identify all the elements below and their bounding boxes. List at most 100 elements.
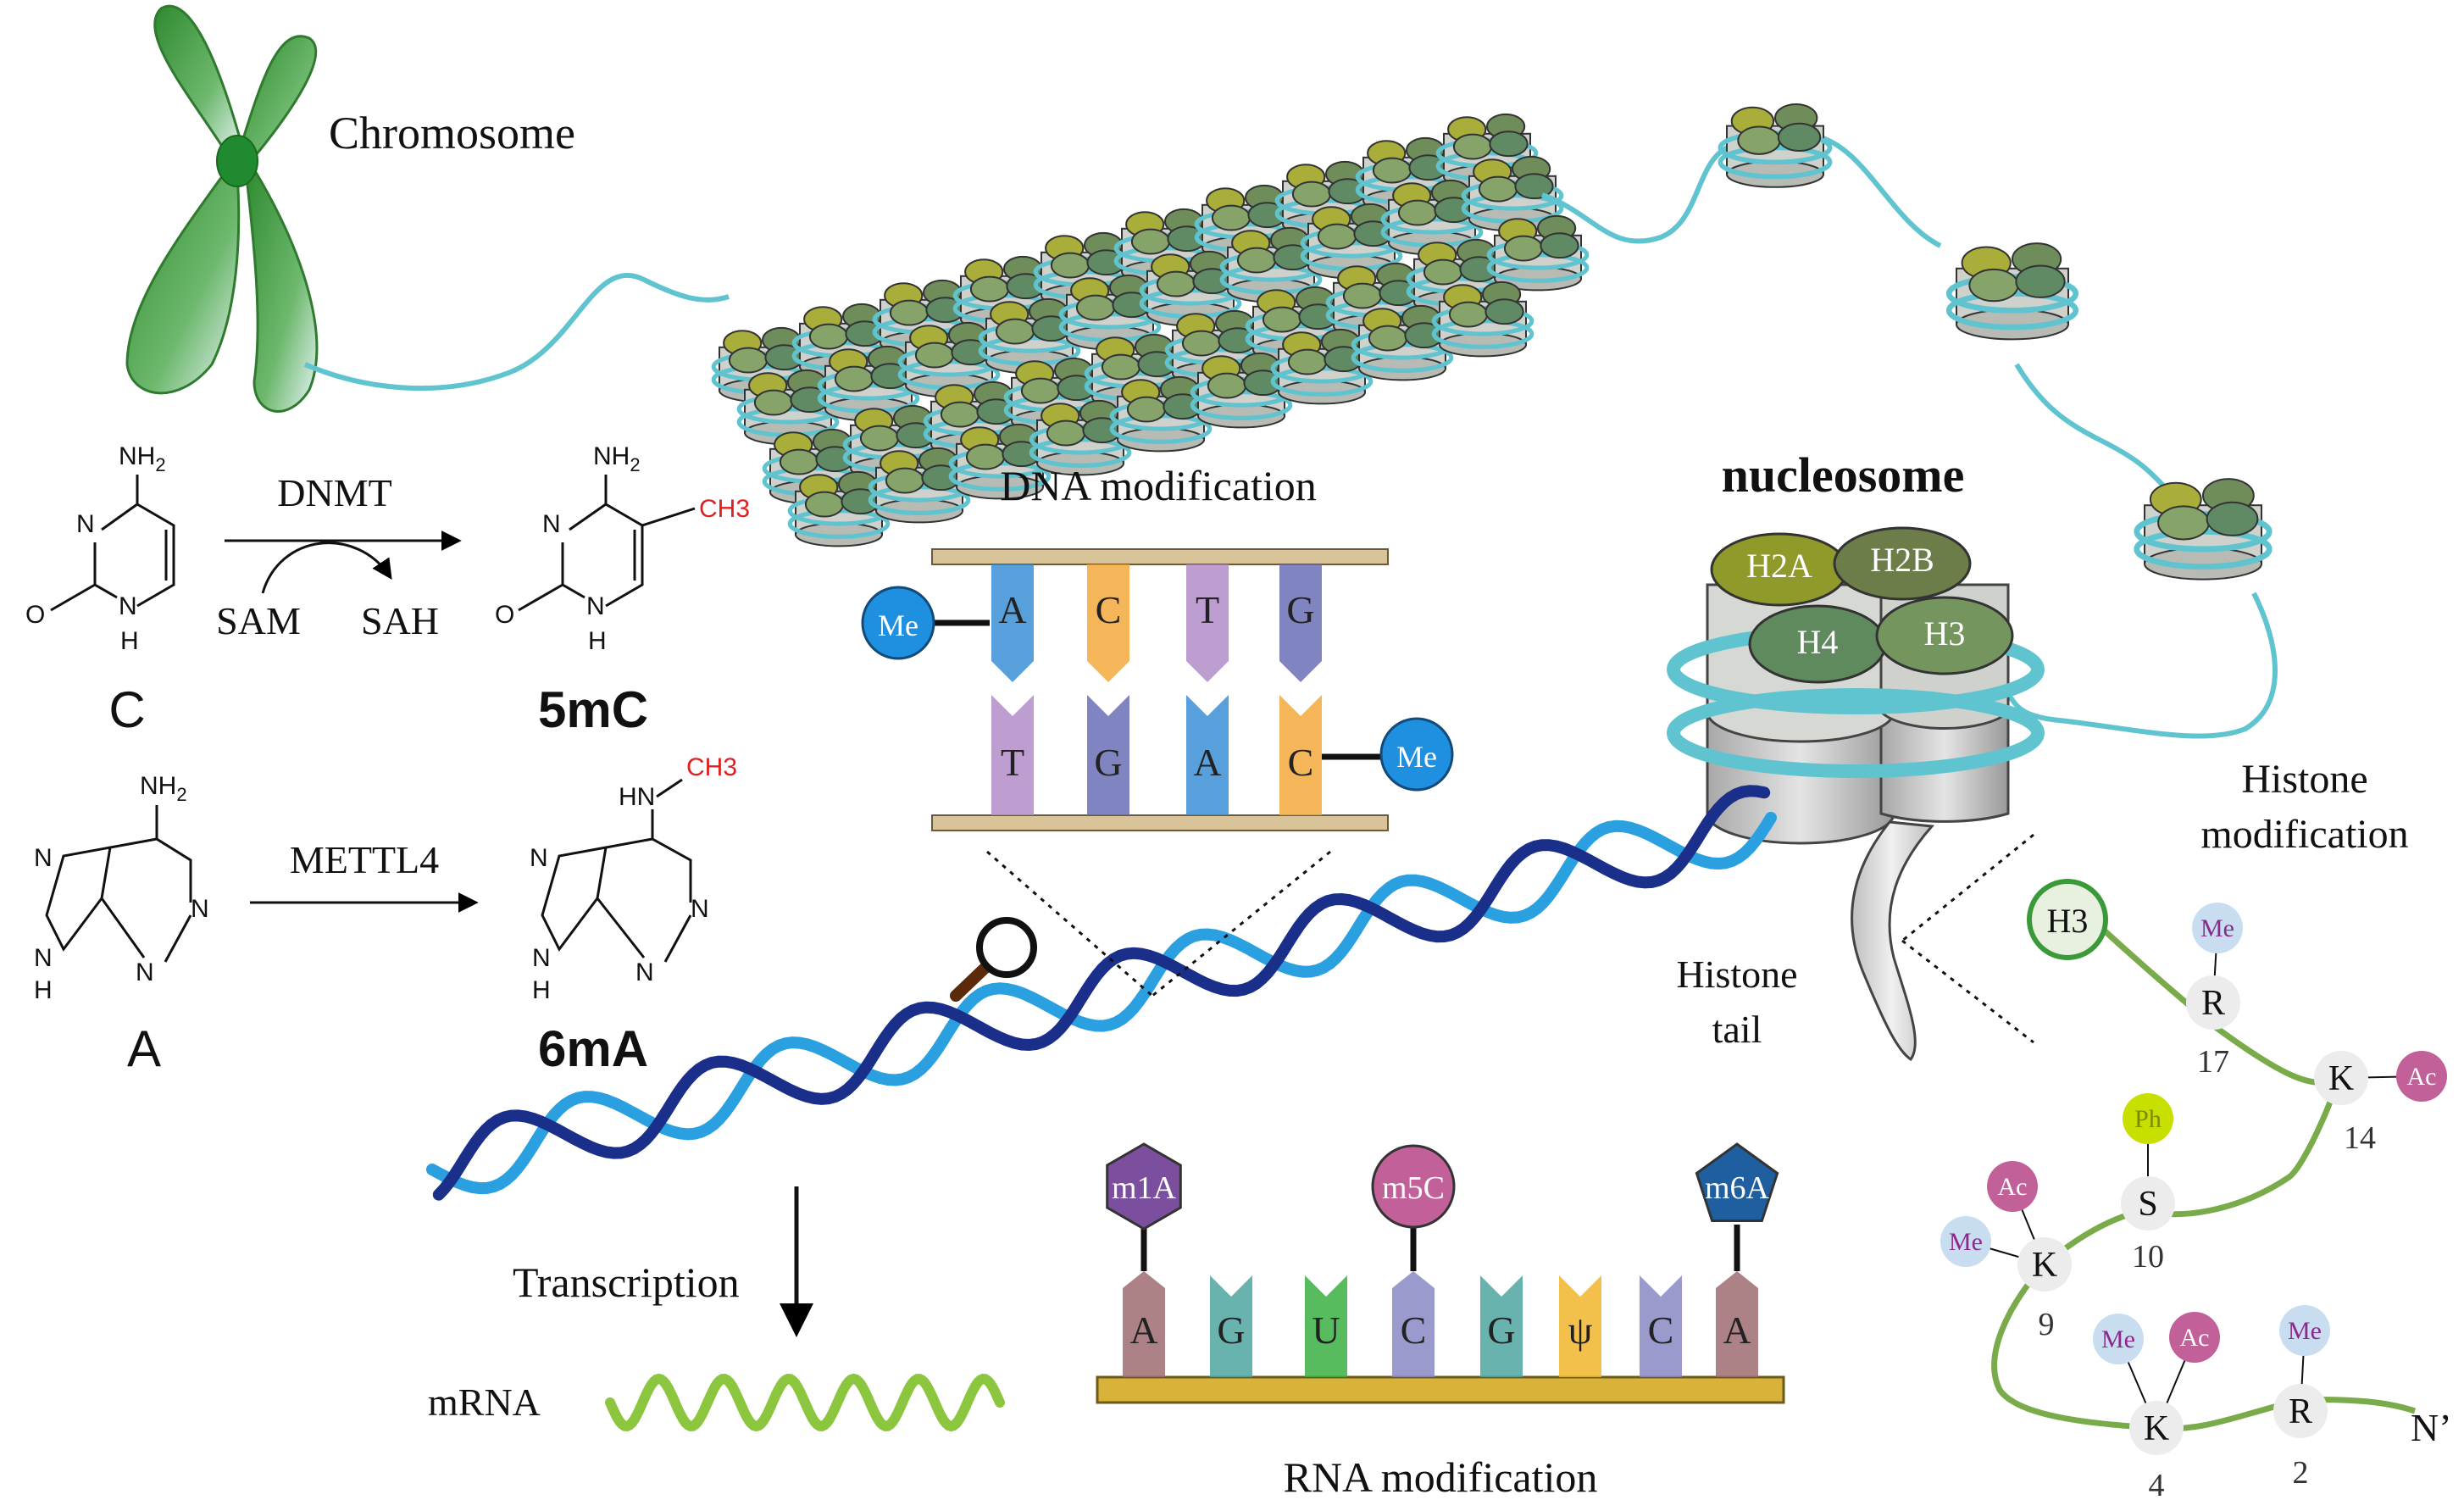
sam-label: SAM [216,599,301,642]
svg-text:17: 17 [2197,1044,2229,1080]
6ma-ring-4 [663,914,692,963]
chemical-structures [45,475,696,963]
rna-base-2: U [1305,1275,1347,1377]
svg-text:Me: Me [1949,1228,1983,1256]
chromatin-fiber [711,113,1590,547]
dna-backbone-top [931,548,1389,565]
dna-bottom-base-G: G [1087,695,1129,815]
a-amino: NH2 [140,772,187,805]
mrna-label: mRNA [428,1381,541,1424]
helix-strand-light [426,812,1777,1195]
dna-top-base-G: G [1279,564,1322,682]
5mc-ring-left [561,542,585,599]
histone-tail-label-2: tail [1712,1008,1762,1051]
svg-text:Me: Me [2288,1317,2322,1345]
svg-text:G: G [1217,1308,1245,1352]
linker-dna-2 [2014,363,2172,494]
5mc-amino: NH2 [593,442,641,475]
mrna-wave [605,1373,1005,1432]
dna-methyl-top: Me [861,586,990,660]
svg-text:Ph: Ph [2134,1105,2162,1133]
c-name: C [108,681,145,738]
c-n3: N [76,510,95,538]
a-n9: N [34,944,53,972]
linker-dna-fiber [1541,142,1738,244]
svg-text:H3: H3 [2047,902,2089,940]
fiber-nucleosome-35 [1190,352,1293,429]
mrna-strand [605,1373,1005,1432]
double-helix [426,785,1777,1201]
svg-text:A: A [1723,1308,1751,1352]
magnifier-icon [950,917,1037,1002]
svg-text:2: 2 [2293,1455,2309,1491]
rna-backbone [1096,1375,1785,1404]
nucleosome-small-2 [1945,242,2079,341]
c-ring-left [93,542,118,599]
small-nucleosomes [1718,103,2273,581]
6ma-n1: N [691,895,709,923]
dna-bottom-base-A: A [1186,695,1229,815]
6ma-h: H [532,976,551,1004]
rna-base-1: G [1210,1275,1252,1377]
5mc-ring-right [605,503,644,608]
histone-tail-diagram [1991,924,2417,1432]
c-h: H [120,627,139,655]
fiber-nucleosome-16 [1219,226,1323,303]
6ma-name: 6mA [538,1020,648,1077]
6ma-nh: HN [619,783,655,811]
a-h: H [34,976,53,1004]
svg-text:A: A [1193,741,1221,784]
6ma-bond-methyl [656,778,683,798]
svg-text:Me: Me [2101,1325,2135,1353]
nucleosome-illustration [1667,526,2045,1062]
fiber-nucleosome-38 [1431,281,1534,358]
dnmt-label: DNMT [277,471,391,514]
fiber-nucleosome-29 [1486,214,1590,292]
tail-n-terminus: N’ [2411,1406,2452,1449]
sah-label: SAH [361,599,439,642]
h4-label: H4 [1797,623,1839,661]
svg-text:ψ: ψ [1568,1308,1593,1352]
5mc-bond-n3 [569,503,607,531]
dna-bottom-base-C: C [1279,695,1322,815]
a-ring-1 [155,805,192,903]
mettl4-label: METTL4 [290,838,439,881]
svg-text:G: G [1487,1308,1515,1352]
c-n1: N [119,592,137,620]
histone-modification-label-1: Histone [2241,757,2367,802]
a-n1: N [191,895,209,923]
svg-text:Ac: Ac [2407,1063,2437,1091]
6ma-ring-2 [596,837,653,958]
5mc-bond-oxo [518,583,563,612]
6ma-n9: N [532,944,551,972]
svg-text:S: S [2138,1185,2157,1224]
svg-text:C: C [1648,1308,1674,1352]
a-ring-4 [164,914,192,963]
svg-text:U: U [1312,1308,1340,1352]
6ma-n3: N [635,958,654,986]
svg-text:K: K [2032,1246,2057,1285]
c-amino: NH2 [119,442,166,475]
svg-text:K: K [2144,1409,2169,1448]
fiber-nucleosome-30 [787,470,891,547]
helix-strand-dark [432,785,1771,1201]
h2b-label: H2B [1870,541,1934,579]
transcription-label: Transcription [513,1258,740,1306]
6ma-ring-3 [541,846,607,952]
rna-mod-m6A: m6A [1695,1142,1779,1271]
histone-tail-label-1: Histone [1676,953,1797,996]
svg-text:Ac: Ac [2180,1324,2210,1352]
cofactor-arrow-icon [261,542,392,594]
histone-modification-label-2: modification [2200,812,2408,857]
a-n3: N [136,958,154,986]
rna-base-7: A [1716,1271,1758,1377]
fiber-nucleosome-36 [1270,328,1374,405]
chromosome-label: Chromosome [329,108,575,158]
svg-text:14: 14 [2344,1120,2376,1156]
svg-text:Me: Me [2200,914,2234,942]
